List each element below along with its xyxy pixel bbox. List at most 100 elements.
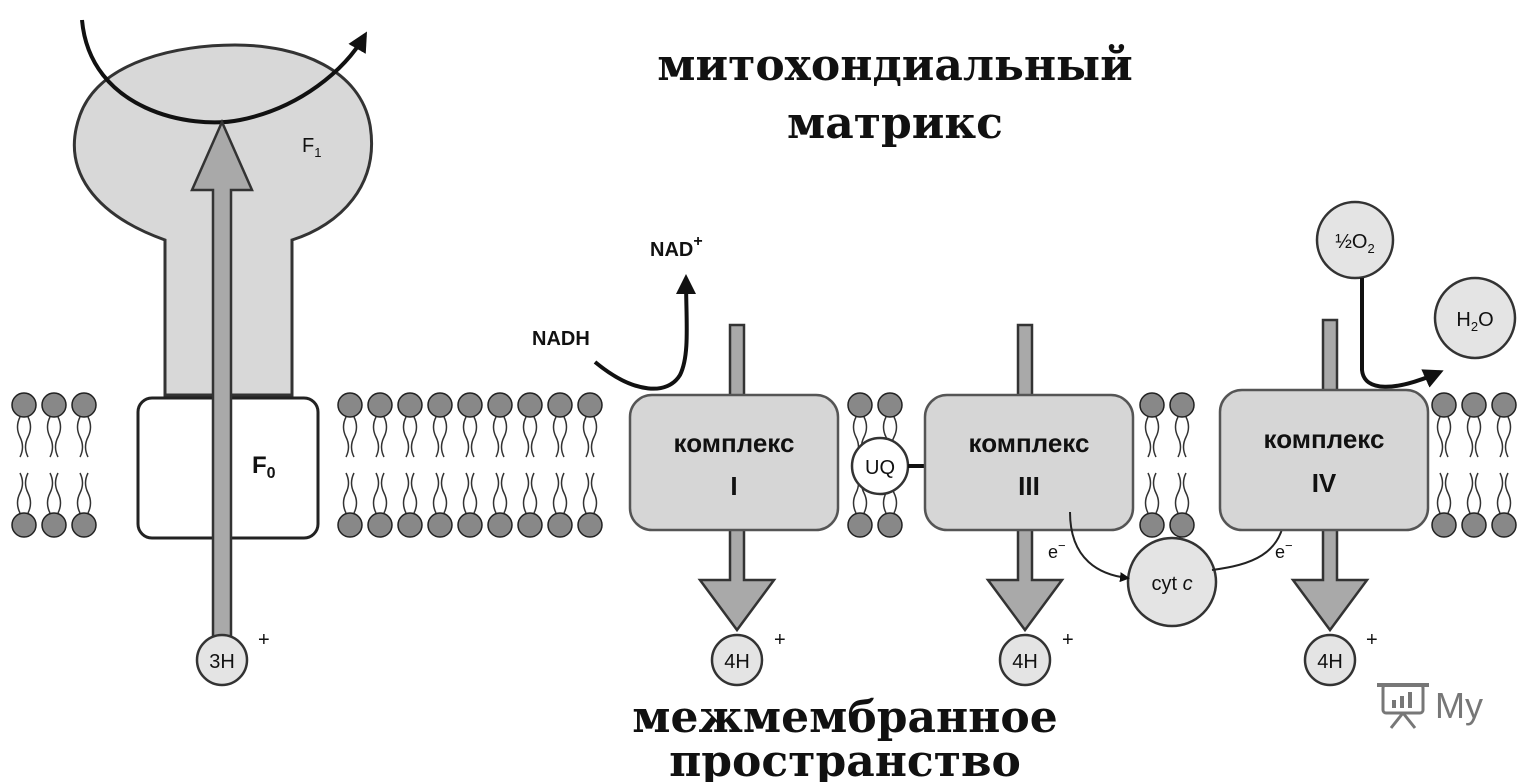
matrix-title-line2: матрикс: [787, 98, 1003, 149]
electron-label-1: e−: [1048, 538, 1066, 562]
lipid-tail: [18, 417, 23, 457]
lipid-head: [548, 393, 572, 417]
complex-3-word: комплекс: [969, 428, 1090, 458]
lipid-tail: [1146, 417, 1151, 457]
lipid-tail: [1476, 473, 1481, 513]
lipid-tail: [1176, 473, 1181, 513]
lipid-tail: [524, 417, 529, 457]
lipid-head: [1462, 393, 1486, 417]
lipid-head: [42, 393, 66, 417]
lipid-tail: [374, 473, 379, 513]
lipid-tail: [554, 417, 559, 457]
ubiquinone-label: UQ: [865, 457, 895, 479]
complex-1-box: [630, 395, 838, 530]
lipid-head: [398, 393, 422, 417]
presentation-icon: [1377, 685, 1429, 728]
lipid-tail: [48, 473, 53, 513]
lipid-tail: [78, 417, 83, 457]
electron-label-2: e−: [1275, 538, 1293, 562]
lipid-tail: [382, 417, 387, 457]
complex-4-protons-label: 4H: [1317, 651, 1343, 673]
lipid-tail: [1176, 417, 1181, 457]
lipid-head: [428, 393, 452, 417]
lipid-head: [848, 513, 872, 537]
lipid-tail: [26, 417, 31, 457]
lipid-tail: [412, 473, 417, 513]
lipid-tail: [472, 473, 477, 513]
lipid-tail: [1154, 417, 1159, 457]
lipid-head: [368, 393, 392, 417]
lipid-tail: [532, 473, 537, 513]
lipid-tail: [344, 417, 349, 457]
lipid-tail: [48, 417, 53, 457]
lipid-tail: [352, 417, 357, 457]
complex-4-box: [1220, 390, 1428, 530]
lipid-head: [488, 513, 512, 537]
protons-3h-label: 3H: [209, 651, 235, 673]
lipid-head: [42, 513, 66, 537]
lipid-head: [1462, 513, 1486, 537]
lipid-tail: [434, 473, 439, 513]
lipid-tail: [1468, 417, 1473, 457]
lipid-head: [548, 513, 572, 537]
lipid-head: [458, 513, 482, 537]
complex-1-stem: [730, 325, 744, 400]
lipid-tail: [344, 473, 349, 513]
lipid-tail: [442, 473, 447, 513]
lipid-tail: [592, 417, 597, 457]
lipid-tail: [1446, 417, 1451, 457]
space-title-line2: пространство: [669, 736, 1021, 782]
lipid-tail: [1154, 473, 1159, 513]
lipid-head: [1140, 393, 1164, 417]
lipid-tail: [18, 473, 23, 513]
lipid-tail: [554, 473, 559, 513]
lipid-head: [578, 393, 602, 417]
lipid-tail: [1468, 473, 1473, 513]
complex-1-numeral: I: [730, 471, 737, 501]
complex-3-box: [925, 395, 1133, 530]
lipid-tail: [86, 473, 91, 513]
lipid-tail: [1438, 473, 1443, 513]
lipid-tail: [442, 417, 447, 457]
water-circle: [1435, 278, 1515, 358]
lipid-head: [12, 513, 36, 537]
complex-1-protons-plus: +: [774, 629, 786, 651]
lipid-tail: [1446, 473, 1451, 513]
complex-4-stem: [1323, 320, 1337, 400]
nad-plus-label: NAD+: [650, 233, 703, 261]
lipid-tail: [86, 417, 91, 457]
lipid-head: [1492, 513, 1516, 537]
lipid-tail: [592, 473, 597, 513]
lipid-head: [458, 393, 482, 417]
lipid-tail: [584, 473, 589, 513]
nadh-label: NADH: [532, 328, 590, 350]
complex-4-word: комплекс: [1264, 424, 1385, 454]
lipid-head: [1170, 513, 1194, 537]
lipid-tail: [524, 473, 529, 513]
lipid-tail: [1476, 417, 1481, 457]
lipid-head: [72, 393, 96, 417]
lipid-tail: [56, 473, 61, 513]
protons-3h-plus: +: [258, 629, 270, 651]
lipid-tail: [494, 473, 499, 513]
lipid-tail: [404, 417, 409, 457]
lipid-head: [578, 513, 602, 537]
complex-3-stem: [1018, 325, 1032, 400]
complex-3-numeral: III: [1018, 471, 1040, 501]
lipid-tail: [502, 473, 507, 513]
matrix-title-line1: митохондиальный: [657, 40, 1133, 91]
lipid-head: [488, 393, 512, 417]
complex-3-proton-arrow: [988, 525, 1062, 630]
lipid-head: [368, 513, 392, 537]
lipid-head: [518, 513, 542, 537]
lipid-head: [12, 393, 36, 417]
lipid-tail: [1146, 473, 1151, 513]
lipid-tail: [532, 417, 537, 457]
lipid-tail: [584, 417, 589, 457]
lipid-tail: [404, 473, 409, 513]
complex-1-proton-arrow: [700, 525, 774, 630]
lipid-head: [72, 513, 96, 537]
lipid-tail: [464, 417, 469, 457]
lipid-tail: [1506, 417, 1511, 457]
lipid-tail: [374, 417, 379, 457]
